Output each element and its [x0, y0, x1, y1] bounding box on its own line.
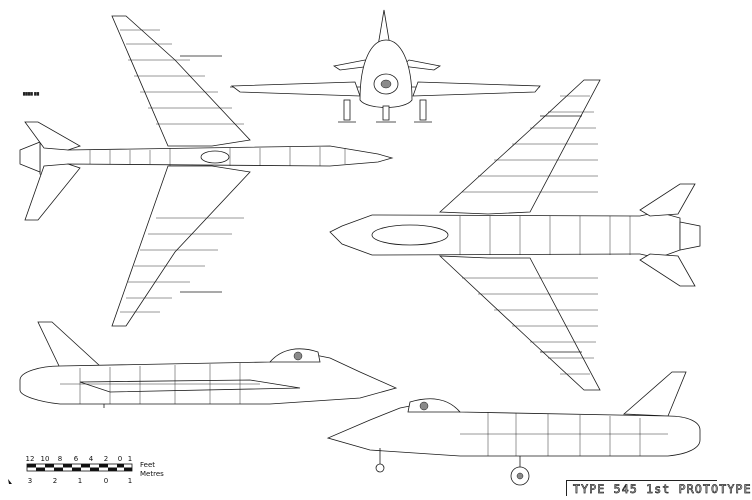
underside-view-starboard-wing: [438, 255, 601, 391]
underside-view-port-wing: [439, 79, 601, 215]
metre-tick: 1: [127, 477, 133, 485]
feet-tick: 10: [40, 455, 50, 463]
side-view-wing-root: [79, 379, 301, 393]
front-view-nose-gear: [382, 105, 390, 121]
underside-view-jetpipe: [679, 221, 701, 251]
title-block: TYPE 545 1st PROTOTYPE: [566, 480, 751, 496]
front-view-starboard-main-gear: [419, 99, 427, 121]
feet-tick: 4: [88, 455, 94, 463]
stbd-view-fin: [622, 371, 687, 417]
underside-view-port-tailplane: [639, 183, 696, 217]
metre-tick: 2: [52, 477, 58, 485]
underside-plan-view: [329, 79, 701, 391]
scale-feet-label: Feet: [140, 461, 156, 469]
front-elevation-view: [230, 9, 541, 123]
scale-bar: [8, 463, 133, 484]
underside-view-starboard-tailplane: [639, 253, 696, 287]
starboard-side-elevation-view: [326, 371, 701, 486]
drawing-title: TYPE 545 1st PROTOTYPE: [573, 482, 752, 497]
top-view-port-wing: [111, 15, 251, 147]
top-view-panel-lines: [89, 29, 346, 313]
feet-tick: 8: [57, 455, 63, 463]
front-view-port-wing: [230, 81, 361, 97]
sheet-reference: ████ ██: [23, 92, 40, 96]
metre-tick: 0: [103, 477, 109, 485]
feet-tick: 2: [103, 455, 109, 463]
scale-bar-symbol: [8, 479, 12, 484]
stbd-view-panel-lines: [460, 412, 668, 456]
front-view-port-main-gear: [343, 99, 351, 121]
metre-tick: 3: [27, 477, 33, 485]
side-view-fin: [37, 321, 101, 369]
side-view-pilot-head: [293, 351, 303, 361]
top-plan-view: [19, 15, 394, 327]
underside-view-airbrake: [371, 224, 449, 246]
stbd-view-canopy: [407, 398, 461, 413]
stbd-view-nose-wheel: [375, 463, 385, 473]
aircraft-drawing-canvas: [8, 9, 701, 486]
front-view-starboard-wing: [412, 81, 541, 97]
top-view-canopy: [200, 150, 230, 164]
top-view-starboard-wing: [111, 165, 251, 327]
port-side-elevation-view: [19, 321, 398, 408]
metre-tick: 1: [77, 477, 83, 485]
side-view-panel-lines: [60, 363, 260, 404]
front-view-nose-cone: [380, 79, 392, 89]
feet-tick: 0: [117, 455, 123, 463]
stbd-view-fuselage: [326, 401, 701, 457]
stbd-view-pilot-head: [419, 401, 429, 411]
feet-tick: 12: [25, 455, 35, 463]
underside-view-panel-lines: [459, 95, 631, 375]
top-view-starboard-tailplane: [24, 163, 81, 221]
scale-metres-label: Metres: [140, 470, 164, 478]
three-view-drawing: ████ ██ 12 10 8 6 4 2 0 1 Feet Metres 3 …: [8, 9, 751, 497]
top-view-jetpipe: [19, 141, 41, 173]
feet-tick: 6: [73, 455, 79, 463]
top-view-port-tailplane: [24, 121, 81, 151]
feet-tick: 1: [127, 455, 133, 463]
